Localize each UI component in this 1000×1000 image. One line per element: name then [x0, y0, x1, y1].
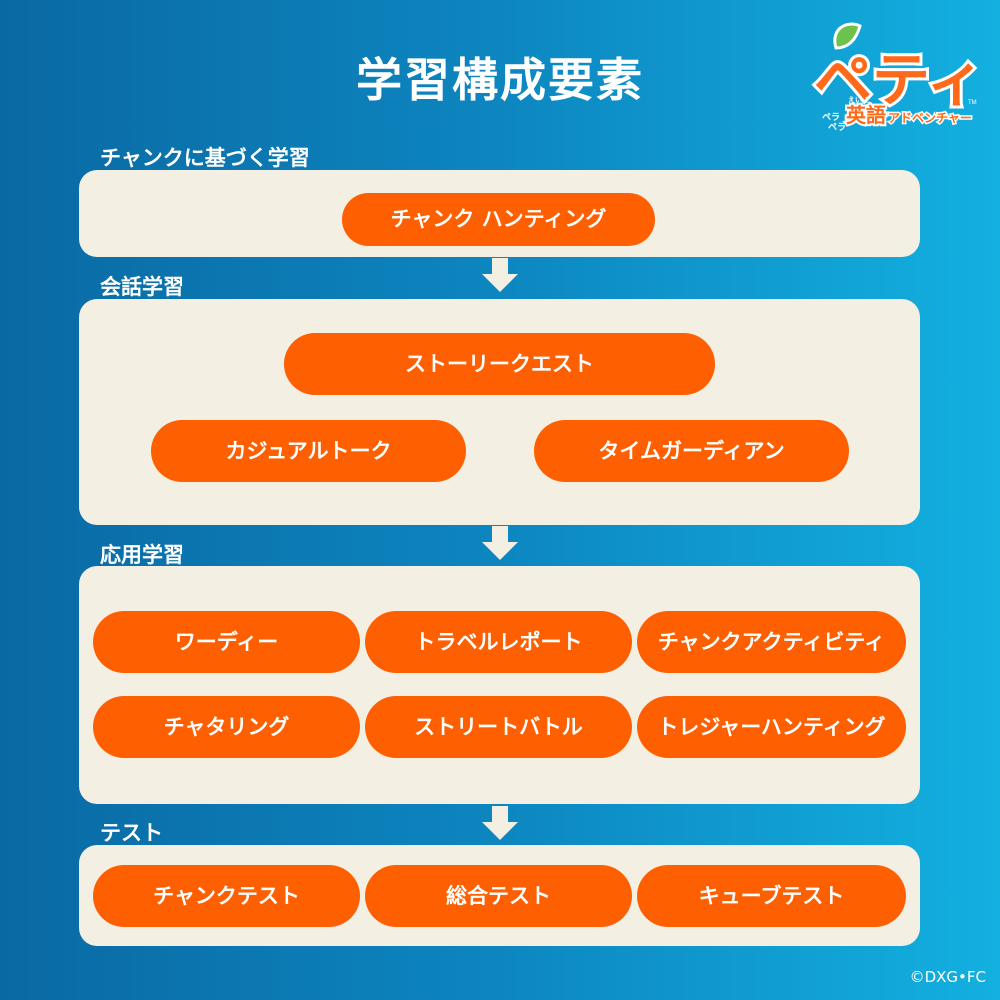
down-arrow-icon: [482, 806, 518, 840]
svg-text:ペラ: ペラ: [822, 112, 840, 122]
chattering-button[interactable]: チャタリング: [93, 696, 360, 758]
time-guardian-button[interactable]: タイムガーディアン: [534, 420, 849, 482]
panel-conversation-learning: ストーリークエスト カジュアルトーク タイムガーディアン: [79, 299, 920, 525]
svg-text:TM: TM: [968, 100, 977, 106]
treasure-hunting-button[interactable]: トレジャーハンティング: [637, 696, 906, 758]
wordy-button[interactable]: ワーディー: [93, 611, 360, 673]
panel-chunk-learning: チャンク ハンティング: [79, 170, 920, 257]
svg-text:アドベンチャー: アドベンチャー: [888, 111, 972, 125]
chunk-test-button[interactable]: チャンクテスト: [93, 865, 360, 927]
cube-test-button[interactable]: キューブテスト: [637, 865, 906, 927]
svg-text:英語: 英語: [846, 103, 886, 127]
street-battle-button[interactable]: ストリートバトル: [365, 696, 632, 758]
panel-test: チャンクテスト 総合テスト キューブテスト: [79, 845, 920, 946]
copyright-text: ©DXG•FC: [909, 968, 986, 986]
svg-text:えい ご: えい ご: [848, 95, 872, 104]
svg-text:ペティア: ペティア: [814, 48, 983, 113]
app-logo: ペティア ペラ ペラ えい ご 英語 アドベンチャー TM: [811, 22, 983, 132]
casual-talk-button[interactable]: カジュアルトーク: [151, 420, 466, 482]
section-label-chunk: チャンクに基づく学習: [100, 146, 310, 170]
panel-applied-learning: ワーディー トラベルレポート チャンクアクティビティ チャタリング ストリートバ…: [79, 566, 920, 804]
section-label-conversation: 会話学習: [100, 275, 184, 299]
comprehensive-test-button[interactable]: 総合テスト: [365, 865, 632, 927]
down-arrow-icon: [482, 258, 518, 292]
section-label-applied: 応用学習: [100, 543, 184, 567]
chunk-activity-button[interactable]: チャンクアクティビティ: [637, 611, 906, 673]
travel-report-button[interactable]: トラベルレポート: [365, 611, 632, 673]
chunk-hunting-button[interactable]: チャンク ハンティング: [342, 193, 655, 246]
story-quest-button[interactable]: ストーリークエスト: [284, 333, 715, 395]
section-label-test: テスト: [100, 821, 163, 845]
svg-text:ペラ: ペラ: [828, 122, 846, 132]
down-arrow-icon: [482, 526, 518, 560]
page-title: 学習構成要素: [356, 53, 644, 107]
